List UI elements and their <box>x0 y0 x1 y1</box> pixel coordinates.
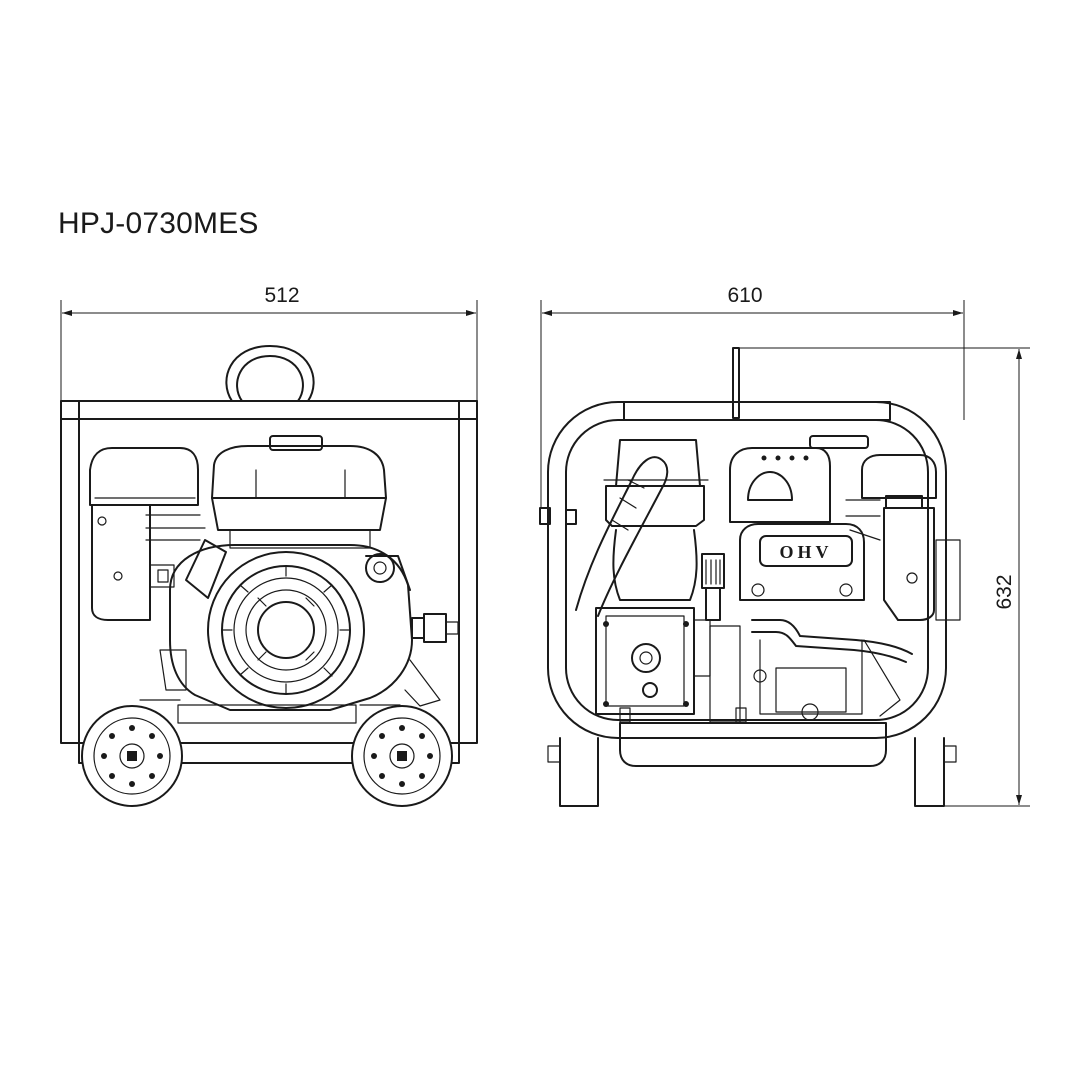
dimension-height-label: 632 <box>993 574 1016 610</box>
model-title: HPJ-0730MES <box>58 207 259 240</box>
dimension-side-width-label: 610 <box>727 284 763 307</box>
ohv-label: OHV <box>779 542 832 562</box>
side-view: OHV <box>539 347 961 807</box>
front-wheel-right <box>351 705 453 807</box>
dimension-front-width-label: 512 <box>264 284 300 307</box>
front-wheel-left <box>81 705 183 807</box>
dimension-front-width <box>60 300 478 402</box>
dimension-height <box>737 347 1030 807</box>
dimension-side-width <box>540 300 965 508</box>
front-view <box>60 345 478 807</box>
